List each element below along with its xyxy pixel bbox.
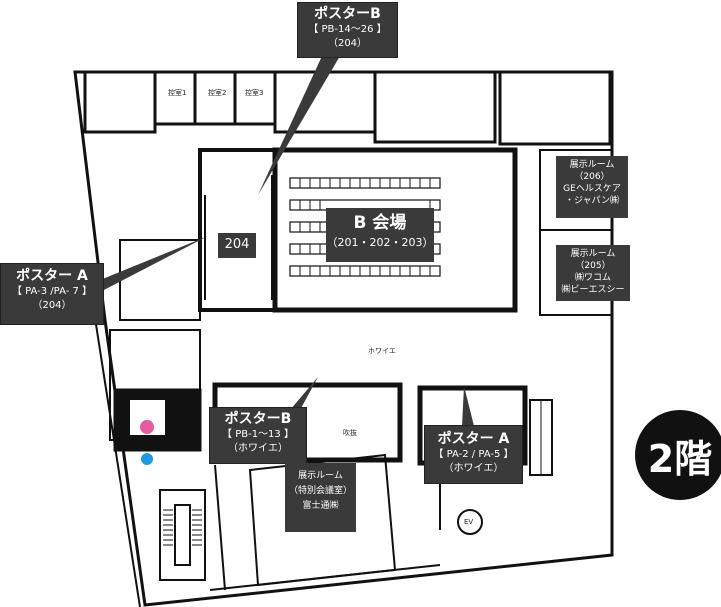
callout-range: 【 PA-3 /PA- 7 】 (11, 286, 93, 297)
exhibitor-name: ㈱ワコム (574, 273, 611, 283)
exhibit-room-number: （206） (574, 172, 610, 182)
exhibit-room-number: （特別会議室） (288, 486, 352, 496)
hall-b-title: B 会場 (353, 213, 407, 233)
callout-poster-a-foyer: ポスター A 【 PA-2 / PA-5 】 （ホワイエ） (424, 425, 523, 484)
waiting-room-3-label: 控室3 (245, 89, 264, 97)
exhibit-room-number: （205） (575, 261, 611, 271)
callout-title: ポスター A (16, 268, 88, 284)
foyer-label: ホワイエ (368, 347, 396, 355)
callout-place: （204） (327, 38, 368, 49)
exhibitor-name: GEヘルスケア (563, 184, 621, 194)
floor-badge: 2階 (635, 410, 721, 500)
callout-poster-b-foyer: ポスターB 【 PB-1～13 】 （ホワイエ） (209, 407, 307, 464)
callout-poster-b-204: ポスターB 【 PB-14～26 】 （204） (297, 2, 398, 58)
room-204-label: 204 (218, 233, 256, 258)
callout-poster-a-204: ポスター A 【 PA-3 /PA- 7 】 （204） (0, 263, 104, 325)
exhibitor-name: ・ジャパン㈱ (564, 196, 619, 206)
callout-title: ポスターB (224, 411, 292, 427)
restroom-female-icon (140, 420, 154, 434)
exhibit-room-205: 展示ルーム （205） ㈱ワコム ㈱ビーエスシー (556, 245, 630, 301)
exhibit-room-206: 展示ルーム （206） GEヘルスケア ・ジャパン㈱ (556, 156, 628, 218)
callout-pointers (100, 56, 474, 426)
waiting-rooms-block (153, 70, 277, 126)
room-204-walls (198, 148, 277, 312)
waiting-room-1-label: 控室1 (168, 89, 187, 97)
exhibit-title: 展示ルーム (570, 249, 616, 259)
elevator-label: EV (464, 518, 474, 526)
outer-wall (94, 317, 141, 607)
callout-title: ポスターB (314, 6, 381, 22)
stair-block (498, 70, 612, 146)
atrium-label: 吹抜 (343, 429, 357, 437)
callout-range: 【 PB-14～26 】 (308, 24, 387, 35)
seat-dividers (299, 178, 431, 276)
callout-place: （204） (32, 300, 72, 311)
exhibit-room-special: 展示ルーム （特別会議室） 富士通㈱ (285, 463, 356, 532)
restroom-male-icon (141, 453, 153, 465)
hall-b-rooms: （201・202・203） (326, 236, 434, 249)
exhibit-title: 展示ルーム (569, 160, 615, 170)
exhibitor-name: ㈱ビーエスシー (561, 285, 625, 295)
callout-title: ポスター A (437, 431, 510, 447)
callout-place: （ホワイエ） (443, 463, 504, 474)
waiting-room-2-label: 控室2 (208, 89, 227, 97)
callout-place: （ホワイエ） (228, 443, 288, 454)
exhibit-title: 展示ルーム (298, 471, 343, 481)
callout-range: 【 PA-2 / PA-5 】 (433, 449, 514, 460)
exhibitor-name: 富士通㈱ (302, 501, 339, 511)
callout-range: 【 PB-1～13 】 (222, 429, 294, 440)
hall-b-label: B 会場 （201・202・203） (326, 208, 434, 262)
